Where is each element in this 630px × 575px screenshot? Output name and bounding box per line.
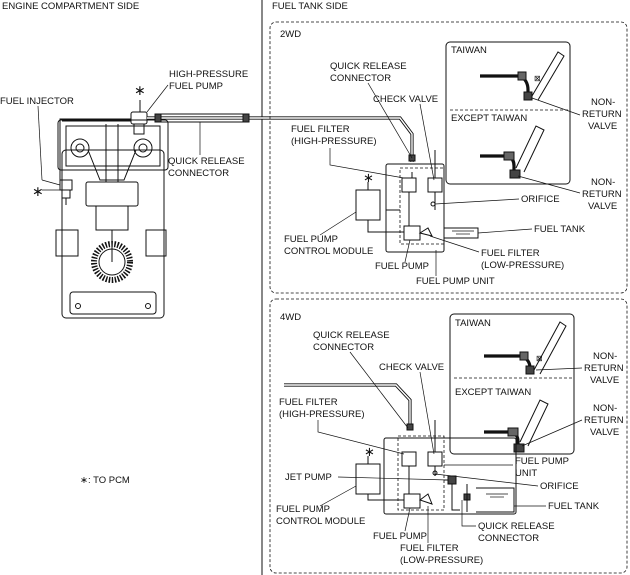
label-2wd-nr1-2: RETURN	[582, 109, 622, 120]
label-2wd-fuel-pump: FUEL PUMP	[375, 261, 429, 272]
label-4wd-nr1-1: NON-	[593, 351, 617, 362]
star-2wd: ∗	[363, 170, 374, 185]
leader-fuel-injector	[37, 105, 43, 181]
label-fuel-injector: FUEL INJECTOR	[0, 96, 74, 107]
label-4wd-ff-lp-2: (LOW-PRESSURE)	[400, 555, 483, 566]
label-4wd-fpu-2: UNIT	[515, 468, 537, 479]
label-2wd-ff-lp-1: FUEL FILTER	[481, 248, 540, 259]
panel-4wd	[269, 298, 628, 574]
label-2wd-fpcm-2: CONTROL MODULE	[284, 246, 373, 257]
panel-2wd-title: 2WD	[280, 29, 301, 40]
inset-4wd	[449, 313, 575, 455]
fuel-pump-control-module-2wd	[355, 182, 404, 233]
label-4wd-jet-pump: JET PUMP	[285, 472, 332, 483]
label-4wd-taiwan: TAIWAN	[455, 318, 491, 329]
label-2wd-nr2-2: RETURN	[582, 189, 622, 200]
label-2wd-fuel-tank: FUEL TANK	[534, 224, 586, 235]
label-4wd-qrc-2: CONNECTOR	[313, 342, 374, 353]
label-4wd-nr2-3: VALVE	[590, 427, 619, 438]
label-2wd-ff-lp-2: (LOW-PRESSURE)	[481, 260, 564, 271]
label-to-pcm: ∗: TO PCM	[80, 475, 130, 486]
label-4wd-ff-hp-2: (HIGH-PRESSURE)	[279, 409, 365, 420]
label-2wd-except-taiwan: EXCEPT TAIWAN	[451, 113, 527, 124]
panel-2wd	[269, 21, 628, 294]
label-2wd-qrc-2: CONNECTOR	[330, 73, 391, 84]
label-4wd-qrc-1: QUICK RELEASE	[313, 330, 390, 341]
label-4wd-fuel-pump: FUEL PUMP	[373, 531, 427, 542]
star-hp-pump: ∗	[134, 82, 146, 98]
label-4wd-orifice: ORIFICE	[540, 481, 579, 492]
label-2wd-fpu: FUEL PUMP UNIT	[416, 276, 495, 287]
label-4wd-nr1-2: RETURN	[584, 363, 624, 374]
label-4wd-qrc-b2: CONNECTOR	[478, 533, 539, 544]
label-2wd-check-valve: CHECK VALVE	[373, 94, 438, 105]
label-4wd-fpu-1: FUEL PUMP	[515, 456, 569, 467]
label-2wd-taiwan: TAIWAN	[451, 45, 487, 56]
panel-4wd-title: 4WD	[280, 312, 301, 323]
non-return-valve-4wd-except	[484, 399, 549, 453]
engine-illustration	[55, 100, 169, 319]
label-2wd-ff-hp-1: FUEL FILTER	[291, 124, 350, 135]
inset-2wd	[445, 41, 571, 185]
label-4wd-fuel-tank: FUEL TANK	[548, 501, 600, 512]
fuel-pump-unit-4wd	[383, 420, 517, 515]
star-injector: ∗	[32, 183, 44, 199]
label-2wd-nr2-1: NON-	[591, 177, 615, 188]
label-4wd-nr2-1: NON-	[593, 403, 617, 414]
label-qrc-engine-2: CONNECTOR	[168, 168, 229, 179]
label-4wd-except-taiwan: EXCEPT TAIWAN	[455, 387, 531, 398]
svg-text:⊠: ⊠	[536, 354, 543, 363]
label-hp-pump-2: FUEL PUMP	[169, 81, 223, 92]
label-4wd-ff-hp-1: FUEL FILTER	[279, 397, 338, 408]
label-2wd-ff-hp-2: (HIGH-PRESSURE)	[291, 136, 377, 147]
label-2wd-nr1-3: VALVE	[588, 121, 617, 132]
header-fuel-tank-side: FUEL TANK SIDE	[272, 1, 348, 12]
label-2wd-qrc-1: QUICK RELEASE	[330, 61, 407, 72]
label-2wd-fpcm-1: FUEL PUMP	[284, 234, 338, 245]
label-2wd-nr1-1: NON-	[591, 97, 615, 108]
label-4wd-check-valve: CHECK VALVE	[379, 362, 444, 373]
label-4wd-nr2-2: RETURN	[584, 415, 624, 426]
header-engine-side: ENGINE COMPARTMENT SIDE	[2, 1, 139, 12]
fuel-pump-control-module-4wd	[355, 456, 404, 501]
label-qrc-engine-1: QUICK RELEASE	[168, 156, 245, 167]
leader-hp-pump	[146, 84, 169, 113]
non-return-valve-2wd-taiwan: ⊠	[480, 51, 565, 101]
label-4wd-nr1-3: VALVE	[590, 375, 619, 386]
label-2wd-nr2-3: VALVE	[588, 201, 617, 212]
label-4wd-qrc-b1: QUICK RELEASE	[478, 521, 555, 532]
label-hp-pump-1: HIGH-PRESSURE	[169, 69, 248, 80]
label-4wd-fpcm-1: FUEL PUMP	[276, 504, 330, 515]
non-return-valve-4wd-taiwan: ⊠	[484, 321, 567, 375]
engine-fuel-pipe	[59, 113, 414, 180]
label-2wd-orifice: ORIFICE	[521, 194, 560, 205]
star-4wd: ∗	[364, 444, 375, 459]
label-4wd-ff-lp-1: FUEL FILTER	[400, 543, 459, 554]
non-return-valve-2wd-except	[480, 125, 545, 179]
svg-text:⊠: ⊠	[534, 74, 541, 83]
label-4wd-fpcm-2: CONTROL MODULE	[276, 516, 365, 527]
